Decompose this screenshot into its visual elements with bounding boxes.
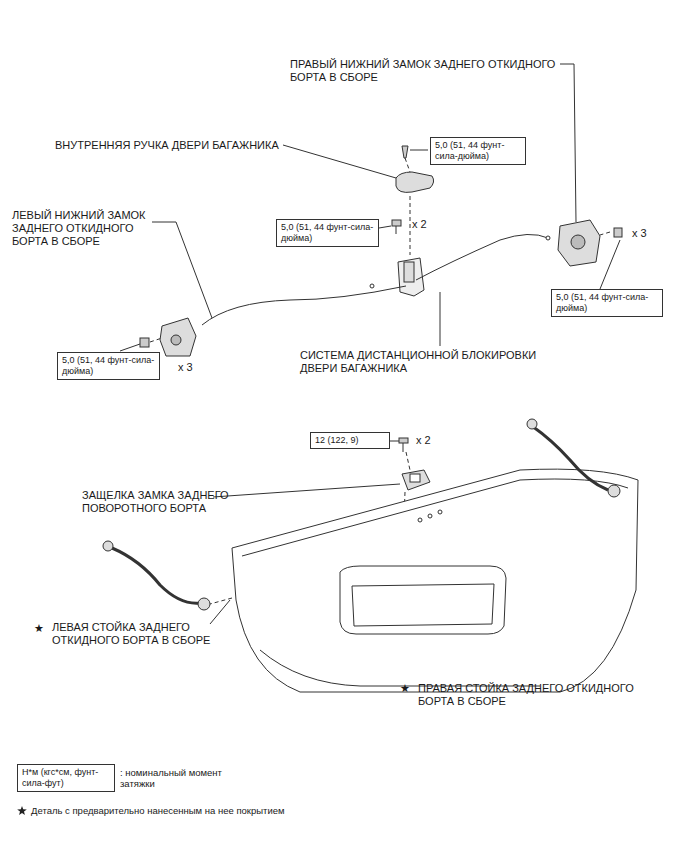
right-lower-lock: [558, 220, 600, 266]
quantity-mark: ★: [400, 682, 416, 695]
screw: [140, 338, 149, 347]
parts: [103, 146, 638, 692]
left-strut: [112, 548, 200, 603]
leader-line: [410, 150, 428, 151]
screw: [402, 146, 408, 158]
leader-line: [283, 145, 396, 178]
torque-box: 5,0 (51, 44 фунт-сила-дюйма): [276, 219, 379, 247]
left-lower-lock: [171, 335, 181, 345]
torque-box: Н*м (кгс*см, фунт-сила-фут): [17, 764, 115, 792]
latch: [402, 470, 430, 490]
cable: [416, 234, 548, 280]
remote-lock-bracket: [398, 258, 424, 296]
left-strut: [198, 598, 210, 610]
right-lower-lock: [571, 235, 585, 249]
left-lower-lock: [160, 318, 196, 356]
tailgate-panel: [260, 650, 540, 686]
leader-line: [152, 222, 212, 318]
part-label: ЗАЩЕЛКА ЗАМКА ЗАДНЕГО ПОВОРОТНОГО БОРТА: [82, 489, 254, 515]
quantity-mark: ★: [34, 622, 50, 635]
quantity-mark: x 3: [632, 227, 662, 240]
leader-line: [390, 441, 399, 442]
quantity-mark: x 2: [412, 218, 442, 231]
inner-handle: [396, 172, 434, 192]
torque-value: 5,0 (51, 44 фунт-сила-дюйма): [435, 140, 521, 162]
tailgate-panel: [232, 469, 638, 692]
bolt-hole: [418, 518, 422, 522]
torque-value: 12 (122, 9): [315, 435, 385, 446]
screw: [614, 228, 622, 237]
cable-end: [546, 236, 550, 240]
dashed-line: [406, 452, 410, 470]
right-strut: [532, 426, 608, 490]
tailgate-panel: [242, 479, 628, 556]
screw: [403, 443, 404, 452]
plate-recess: [352, 584, 494, 626]
quantity-mark: x 2: [416, 434, 446, 447]
leader-line: [120, 344, 140, 351]
remote-lock-bracket: [404, 262, 414, 282]
bolt-hole: [428, 514, 432, 518]
torque-box: 12 (122, 9): [310, 432, 390, 449]
part-label: ПРАВАЯ СТОЙКА ЗАДНЕГО ОТКИДНОГО БОРТА В …: [418, 682, 668, 708]
screw: [396, 226, 397, 234]
dashed-line: [210, 598, 232, 604]
part-label: ПРАВЫЙ НИЖНИЙ ЗАМОК ЗАДНЕГО ОТКИДНОГО БО…: [290, 58, 565, 84]
left-strut: [103, 541, 113, 551]
plate-recess: [340, 566, 506, 634]
legend-text: Деталь с предварительно нанесенным на не…: [31, 805, 431, 816]
part-label: ЛЕВАЯ СТОЙКА ЗАДНЕГО ОТКИДНОГО БОРТА В С…: [52, 621, 234, 647]
legend-text: : номинальный момент затяжки: [120, 767, 230, 789]
torque-value: 5,0 (51, 44 фунт-сила-дюйма): [62, 355, 155, 377]
star-symbol: [17, 806, 27, 815]
quantity-mark: x 3: [178, 361, 208, 374]
dashed-line: [405, 158, 410, 172]
screw: [392, 220, 401, 226]
torque-box: 5,0 (51, 44 фунт-сила-дюйма): [551, 289, 663, 317]
torque-value: 5,0 (51, 44 фунт-сила-дюйма): [556, 292, 658, 314]
leader-line: [210, 600, 230, 624]
part-label: ЛЕВЫЙ НИЖНИЙ ЗАМОК ЗАДНЕГО ОТКИДНОГО БОР…: [12, 209, 162, 248]
dashed-line: [410, 196, 411, 255]
torque-box: 5,0 (51, 44 фунт-сила-дюйма): [430, 137, 526, 165]
torque-value: 5,0 (51, 44 фунт-сила-дюйма): [281, 222, 374, 244]
part-label: СИСТЕМА ДИСТАНЦИОННОЙ БЛОКИРОВКИ ДВЕРИ Б…: [300, 349, 560, 375]
part-label: ВНУТРЕННЯЯ РУЧКА ДВЕРИ БАГАЖНИКА: [55, 139, 295, 152]
cable-end: [370, 284, 374, 288]
torque-box: 5,0 (51, 44 фунт-сила-дюйма): [57, 352, 160, 380]
bolt-hole: [438, 510, 442, 514]
torque-value: Н*м (кгс*см, фунт-сила-фут): [22, 767, 110, 789]
leader-line: [379, 226, 391, 228]
leader-line: [600, 240, 620, 289]
cable: [202, 286, 406, 325]
leader-line: [440, 292, 441, 346]
screw: [399, 438, 408, 443]
latch: [410, 474, 420, 482]
dashed-line: [600, 232, 610, 235]
leader-line: [560, 64, 576, 222]
leader-line: [213, 484, 400, 497]
right-strut: [608, 485, 620, 497]
right-strut: [527, 419, 537, 429]
